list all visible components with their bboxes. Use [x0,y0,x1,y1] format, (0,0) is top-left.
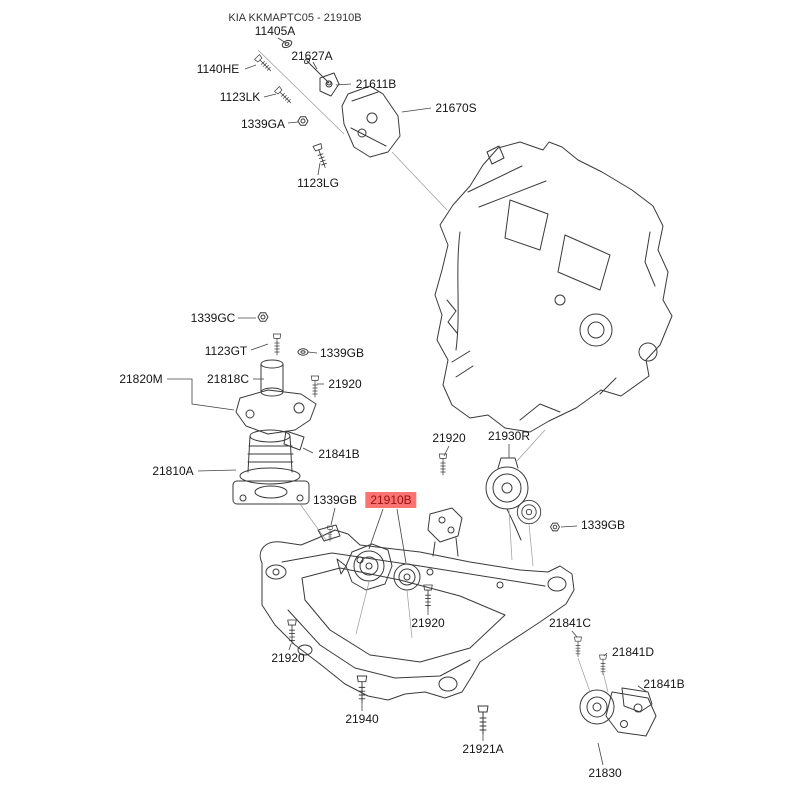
part-label-21920-2[interactable]: 21920 [432,431,466,445]
left-mount-assembly-art [232,312,320,505]
part-label-1339ga[interactable]: 1339GA [240,117,286,131]
part-label-1339gb-1[interactable]: 1339GB [319,346,365,360]
part-label-21841b-2[interactable]: 21841B [643,677,685,691]
part-label-1339gb-2[interactable]: 1339GB [312,493,358,507]
upper-bracket-assembly-art [254,38,401,170]
part-label-21921a[interactable]: 21921A [462,742,504,756]
part-label-21940[interactable]: 21940 [345,712,379,726]
part-label-21818c[interactable]: 21818C [206,372,250,386]
alignment-lines-art [257,49,609,693]
part-label-11405a[interactable]: 11405A [254,24,296,38]
part-label-1339gc[interactable]: 1339GC [190,311,236,325]
part-label-21830[interactable]: 21830 [588,766,622,780]
part-label-21810a[interactable]: 21810A [152,464,194,478]
part-label-21841c[interactable]: 21841C [548,616,592,630]
right-mount-assembly-art [438,453,560,541]
center-roll-mount-art [336,543,433,610]
part-label-21670s[interactable]: 21670S [435,101,477,115]
part-label-1140he[interactable]: 1140HE [196,62,240,76]
subframe-art [259,507,575,701]
part-label-21611b[interactable]: 21611B [355,77,397,91]
leader-lines-art [167,37,648,766]
part-label-1339gb-3[interactable]: 1339GB [580,518,626,532]
part-label-21910b-highlighted[interactable]: 21910B [365,492,417,508]
part-label-21920-3[interactable]: 21920 [411,616,445,630]
part-label-21841d[interactable]: 21841D [611,645,655,659]
bottom-hardware-art [287,619,657,737]
part-label-21920-4[interactable]: 21920 [271,651,305,665]
part-label-1123lk[interactable]: 1123LK [219,90,261,104]
part-label-21930r[interactable]: 21930R [487,429,531,443]
part-label-21841b-1[interactable]: 21841B [318,447,360,461]
diagram-title: KIA KKMAPTC05 - 21910B [228,12,362,24]
part-label-21920-1[interactable]: 21920 [328,377,362,391]
part-label-21627a[interactable]: 21627A [291,49,333,63]
part-label-1123lg[interactable]: 1123LG [297,176,339,190]
part-label-1123gt[interactable]: 1123GT [204,344,248,358]
part-label-21820m[interactable]: 21820M [119,372,163,386]
engine-block-art [434,141,673,433]
